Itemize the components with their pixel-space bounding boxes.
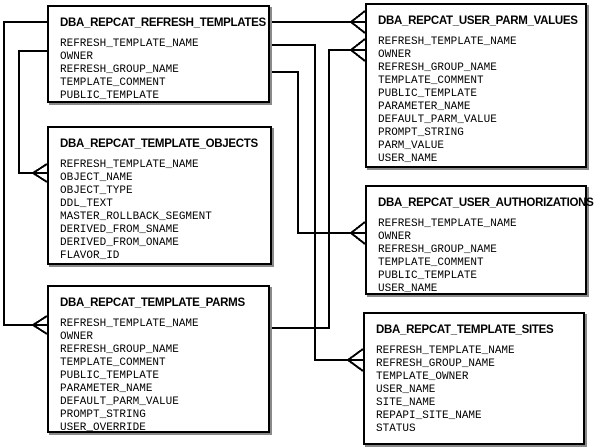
crow-foot-many-icon: [346, 348, 364, 372]
field: OWNER: [60, 51, 94, 63]
field: USER_NAME: [378, 283, 438, 295]
field: OWNER: [60, 331, 94, 343]
field: DERIVED_FROM_SNAME: [60, 224, 179, 236]
field: OWNER: [378, 49, 412, 61]
field: OBJECT_TYPE: [60, 185, 133, 197]
table-refresh-templates: DBA_REPCAT_REFRESH_TEMPLATES REFRESH_TEM…: [47, 5, 270, 103]
field: DEFAULT_PARM_VALUE: [378, 114, 497, 126]
field: SITE_NAME: [376, 397, 436, 409]
field: STATUS: [376, 423, 416, 435]
field: PARM_VALUE: [378, 140, 445, 152]
field: PUBLIC_TEMPLATE: [378, 270, 478, 282]
field: REFRESH_TEMPLATE_NAME: [378, 218, 517, 230]
relationship-refresh-templates-to-template-sites: [268, 44, 364, 372]
field: TEMPLATE_COMMENT: [378, 75, 484, 87]
field: TEMPLATE_OWNER: [376, 371, 469, 383]
table-user-parm-values: DBA_REPCAT_USER_PARM_VALUES REFRESH_TEMP…: [365, 3, 587, 168]
field: PROMPT_STRING: [60, 409, 146, 421]
field: REFRESH_TEMPLATE_NAME: [60, 318, 199, 330]
field: TEMPLATE_COMMENT: [378, 257, 484, 269]
crow-foot-many-icon: [349, 38, 366, 62]
relationship-refresh-templates-to-user-parm-values: [268, 10, 366, 34]
field: PARAMETER_NAME: [378, 101, 471, 113]
table-title: DBA_REPCAT_TEMPLATE_SITES: [376, 324, 554, 336]
field: MASTER_ROLLBACK_SEGMENT: [60, 211, 212, 223]
crow-foot-many-icon: [349, 10, 366, 34]
field: DERIVED_FROM_ONAME: [60, 237, 179, 249]
table-title: DBA_REPCAT_USER_AUTHORIZATIONS: [378, 197, 594, 209]
table-title: DBA_REPCAT_TEMPLATE_PARMS: [60, 297, 245, 309]
field: REPAPI_SITE_NAME: [376, 410, 482, 422]
field: REFRESH_GROUP_NAME: [60, 344, 179, 356]
table-template-objects: DBA_REPCAT_TEMPLATE_OBJECTS REFRESH_TEMP…: [47, 126, 272, 265]
table-title: DBA_REPCAT_REFRESH_TEMPLATES: [60, 17, 266, 29]
field: PROMPT_STRING: [378, 127, 464, 139]
relationship-refresh-templates-to-template-parms: [3, 21, 49, 335]
field: OBJECT_NAME: [60, 172, 133, 184]
field: PUBLIC_TEMPLATE: [60, 370, 160, 382]
table-template-sites: DBA_REPCAT_TEMPLATE_SITES REFRESH_TEMPLA…: [363, 312, 585, 445]
field: REFRESH_TEMPLATE_NAME: [60, 159, 199, 171]
field: REFRESH_TEMPLATE_NAME: [378, 36, 517, 48]
field: USER_OVERRIDE: [60, 422, 146, 434]
crow-foot-many-icon: [349, 221, 366, 245]
table-user-authorizations: DBA_REPCAT_USER_AUTHORIZATIONS REFRESH_T…: [365, 185, 594, 296]
field: USER_NAME: [376, 384, 436, 396]
crow-foot-many-icon: [31, 163, 48, 183]
field: DDL_TEXT: [60, 198, 113, 210]
field: OWNER: [378, 231, 412, 243]
field: TEMPLATE_COMMENT: [60, 77, 166, 89]
relationship-refresh-templates-to-user-authorizations: [268, 71, 366, 245]
field: PUBLIC_TEMPLATE: [378, 88, 478, 100]
table-title: DBA_REPCAT_TEMPLATE_OBJECTS: [60, 138, 258, 150]
field: REFRESH_GROUP_NAME: [60, 64, 179, 76]
field: REFRESH_GROUP_NAME: [376, 358, 495, 370]
field: USER_NAME: [378, 153, 438, 165]
field: TEMPLATE_COMMENT: [60, 357, 166, 369]
table-title: DBA_REPCAT_USER_PARM_VALUES: [378, 15, 578, 27]
relationship-refresh-templates-to-template-objects: [18, 50, 49, 183]
field: REFRESH_GROUP_NAME: [378, 62, 497, 74]
field: FLAVOR_ID: [60, 250, 120, 262]
field: REFRESH_TEMPLATE_NAME: [60, 38, 199, 50]
field: DEFAULT_PARM_VALUE: [60, 396, 179, 408]
table-template-parms: DBA_REPCAT_TEMPLATE_PARMS REFRESH_TEMPLA…: [47, 285, 270, 435]
relationship-template-parms-to-user-parm-values: [268, 38, 366, 329]
field: PARAMETER_NAME: [60, 383, 153, 395]
field: REFRESH_TEMPLATE_NAME: [376, 345, 515, 357]
field: PUBLIC_TEMPLATE: [60, 90, 160, 102]
field: REFRESH_GROUP_NAME: [378, 244, 497, 256]
crow-foot-many-icon: [31, 315, 48, 335]
